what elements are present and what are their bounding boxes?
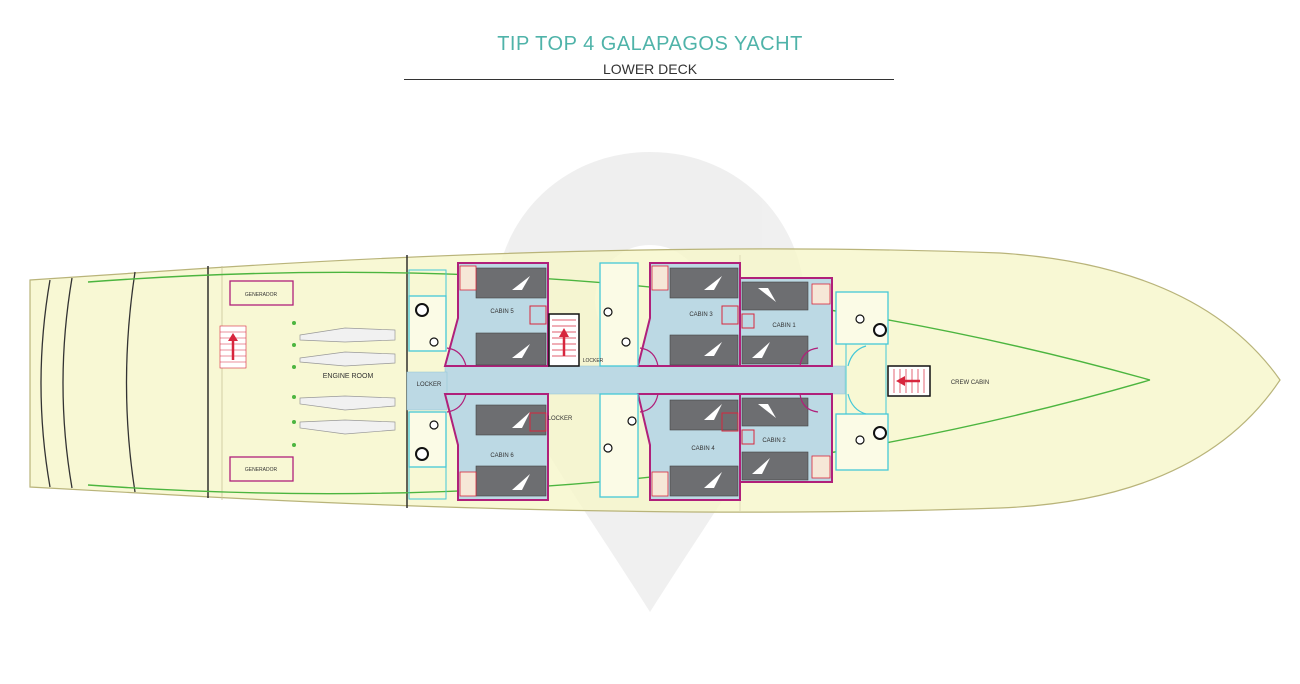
title-underline: [404, 79, 894, 80]
stern-lines: [40, 271, 136, 493]
label-generator-top: GENERADOR: [245, 292, 278, 298]
label-engine-room: ENGINE ROOM: [323, 373, 374, 380]
deck-subtitle: LOWER DECK: [602, 61, 698, 77]
label-cabin-4: CABIN 4: [691, 446, 715, 452]
label-cabin-6: CABIN 6: [490, 453, 514, 459]
stair-arrow-icon: [219, 325, 247, 369]
label-locker-stair: LOCKER: [583, 358, 604, 364]
label-cabin-5: CABIN 5: [490, 309, 514, 315]
label-locker-left: LOCKER: [417, 382, 442, 388]
engine-room-area: [229, 280, 396, 482]
label-generator-bottom: GENERADOR: [245, 467, 278, 473]
stair-arrow-icon: [548, 313, 580, 367]
wardrobe-icon: [459, 265, 831, 497]
stair-arrow-icon: [887, 365, 931, 397]
label-cabin-2: CABIN 2: [762, 438, 786, 444]
label-crew-cabin: CREW CABIN: [951, 380, 989, 386]
page-title: TIP TOP 4 GALAPAGOS YACHT: [497, 33, 803, 55]
bathroom-blocks: [408, 262, 889, 498]
label-locker-center: LOCKER: [548, 416, 573, 422]
corridor: [406, 365, 846, 411]
bed-icon: [475, 267, 809, 497]
toilet-icon: [415, 303, 887, 461]
label-cabin-1: CABIN 1: [772, 323, 796, 329]
label-cabin-3: CABIN 3: [689, 312, 713, 318]
